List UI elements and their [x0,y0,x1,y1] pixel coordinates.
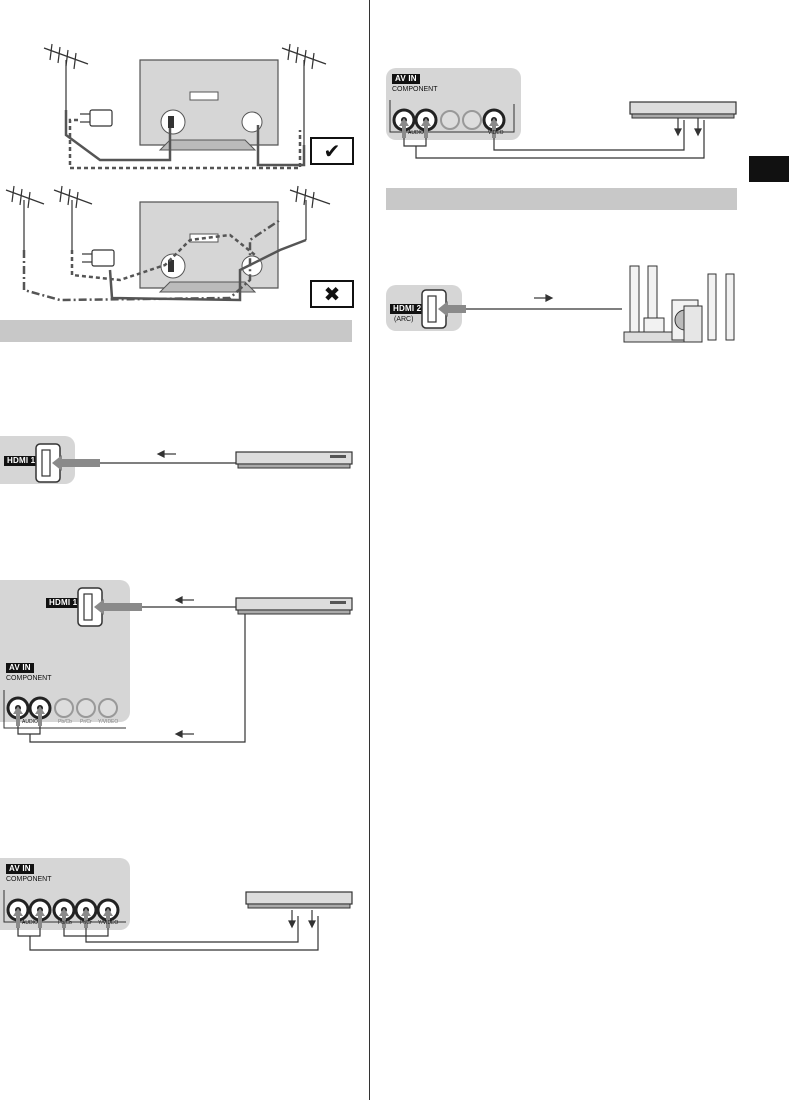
hdmi-port-icon [421,289,447,329]
cross-mark-icon: ✖ [323,282,341,306]
hdmi2-badge: HDMI 2 [390,304,425,314]
power-plug-icon [82,249,115,267]
component-cable-audio [17,916,319,951]
wrong-cable-solid [108,238,307,302]
signal-direction-arrow-icon [156,450,176,458]
audio-label-right: AUDIO [408,130,424,136]
pr-jack-icon [76,698,96,718]
figure-incorrect-wiring: ✖ [0,180,360,310]
figure-correct-wiring: ✔ [0,0,360,175]
av-in-badge-2: AV IN [6,864,34,874]
signal-direction-arrow-icon [174,730,194,738]
signal-down-arrows-icon [288,910,316,929]
av-in-badge-right: AV IN [392,74,420,84]
wrong-cable-dashdot [22,218,281,302]
pb-label: Pb/Cb [58,719,72,725]
antenna-far-left-icon [5,185,45,250]
correct-wiring-drawing [43,43,327,170]
section-header-bar-left [0,320,352,342]
recorder-device-icon [629,101,737,119]
video-jack-icon [98,698,118,718]
component-label-2: COMPONENT [6,876,52,883]
recorder-device-icon [235,451,353,469]
antenna-right-cable [256,125,306,167]
antenna-left-icon [43,43,89,110]
plug-arrow-icon [52,455,100,471]
hdmi1-connection-drawing [35,443,353,483]
home-theater-system-icon [623,265,735,343]
pr-jack-icon [462,110,482,130]
composite-cable-video [493,120,685,151]
component-plug-arrows-icon [13,908,113,928]
signal-down-arrows-icon [674,118,702,137]
player-device-drawing [629,101,737,119]
audio-label: AUDIO [22,719,38,725]
hdmi-arc-connection-drawing [421,265,735,343]
hdmi-av-connection-drawing [3,587,353,743]
recorder-device-icon [235,597,353,615]
antenna-right-icon [281,43,327,145]
wrong-cable-dashed [70,233,256,282]
component-label-right: COMPONENT [392,86,438,93]
audio-plug-arrows-icon [13,706,45,726]
av-in-badge: AV IN [6,663,34,673]
plug-arrow-icon [438,301,466,317]
signal-direction-arrow-icon [534,294,554,302]
check-mark-icon: ✔ [323,139,341,163]
component-cable-video [63,916,299,943]
audio-cable [17,614,246,743]
hdmi1-badge-2: HDMI 1 [46,598,81,608]
chapter-tab [749,156,789,182]
composite-cable-audio [403,120,705,159]
video-label-right: VIDEO [488,130,504,136]
audio-label-2: AUDIO [22,920,38,926]
video-label: Y/VIDEO [98,719,119,725]
antenna-right-icon [289,185,331,240]
correct-mark-box: ✔ [310,137,354,165]
composite-plug-arrows-icon [399,118,499,138]
incorrect-mark-box: ✖ [310,280,354,308]
pb-label-2: Pb/Cb [58,920,72,926]
component-label: COMPONENT [6,675,52,682]
y-video-label: Y/VIDEO [98,920,119,926]
power-plug-icon [80,109,113,127]
plug-arrow-icon [94,599,142,615]
composite-connection-drawing [389,100,705,159]
recorder-device-icon [245,891,353,909]
arc-label: (ARC) [394,316,414,323]
incorrect-wiring-drawing [5,185,331,302]
pb-jack-icon [440,110,460,130]
pr-label-2: Pr/Cr [80,920,92,926]
signal-direction-arrow-icon [174,596,194,604]
section-header-bar-right [386,188,737,210]
hdmi-port-icon [35,443,61,483]
pr-label: Pr/Cr [80,719,92,725]
power-cable-dashed [68,118,302,170]
antenna-cable-solid [64,110,172,162]
hdmi1-badge: HDMI 1 [4,456,39,466]
tv-back-icon [139,201,279,293]
component-connection-drawing [3,890,353,951]
antenna-mid-left-icon [53,185,93,250]
column-divider [369,0,370,1100]
pb-jack-icon [54,698,74,718]
tv-back-icon [139,59,279,151]
